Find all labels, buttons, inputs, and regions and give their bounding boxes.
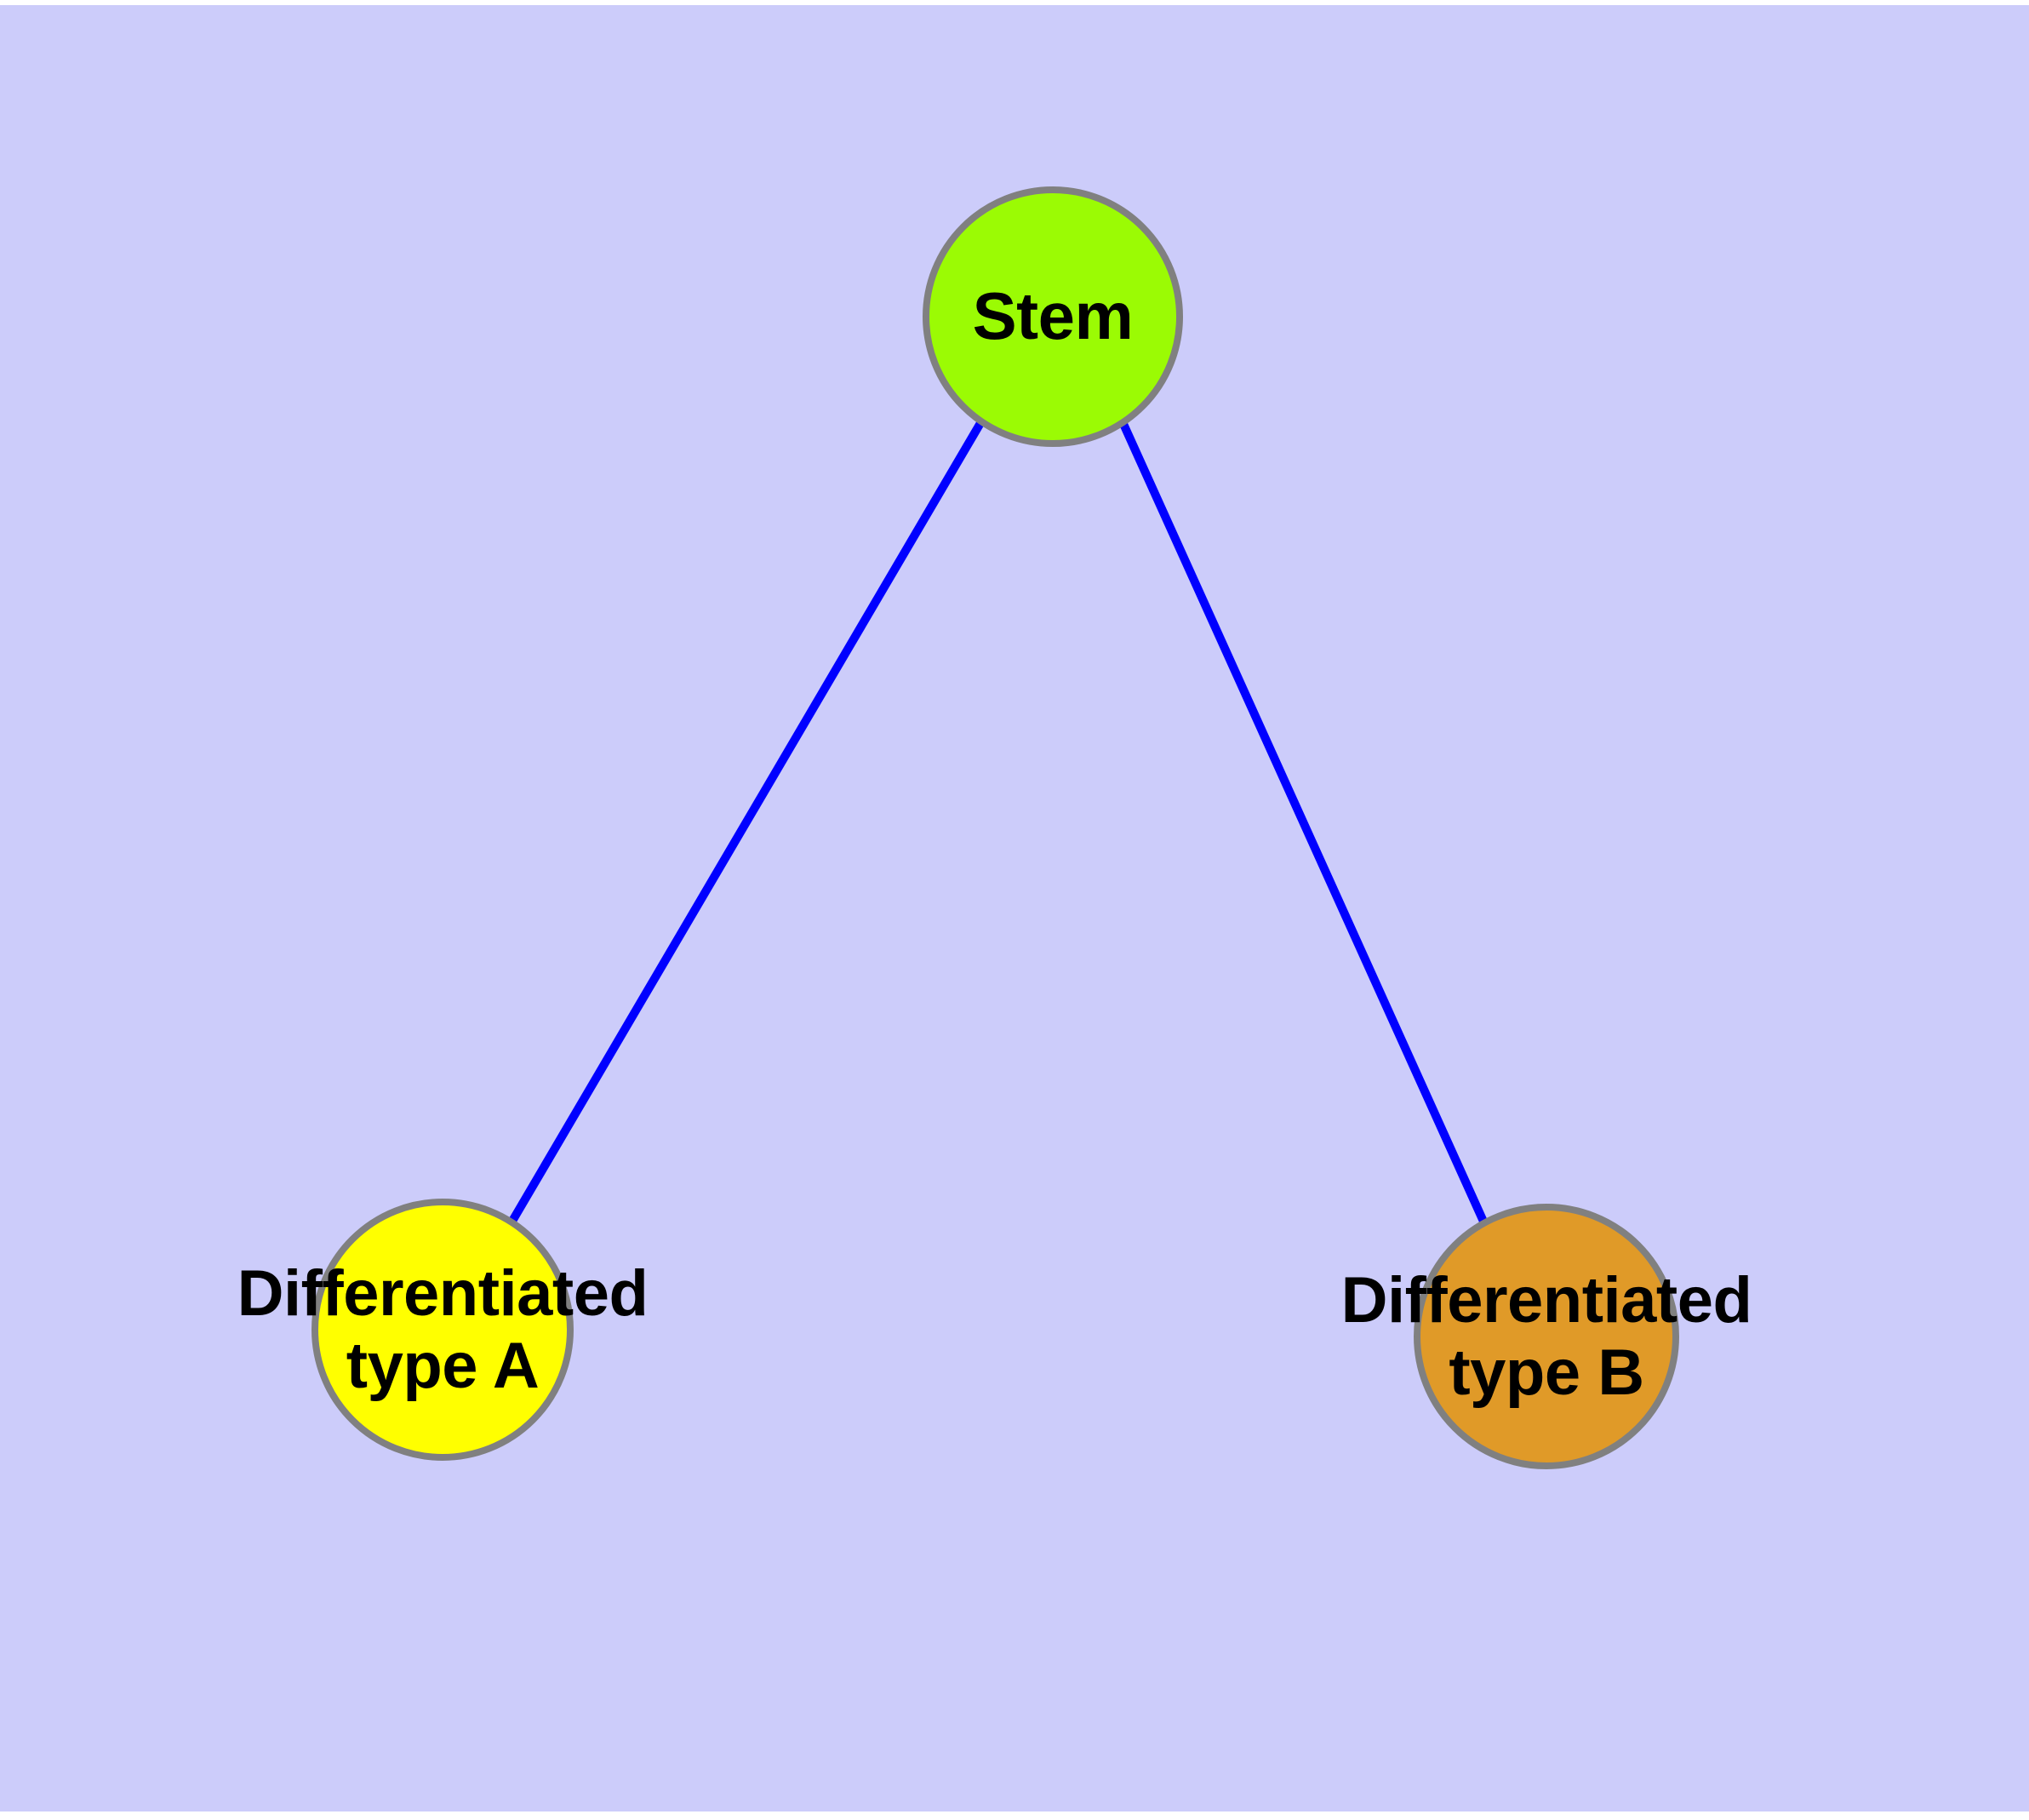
- node-stem-circle: [923, 186, 1183, 447]
- node-differentiated-type-b-label-line-1: Differentiated: [1340, 1263, 1752, 1336]
- node-differentiated-type-a[interactable]: Differentiated type A: [237, 1199, 649, 1461]
- edge-stem-to-diff-b: [1119, 421, 1489, 1226]
- node-differentiated-type-b-circle: [1414, 1204, 1679, 1469]
- node-differentiated-type-a-label-line-2: type A: [346, 1330, 540, 1402]
- node-differentiated-type-a-label-line-1: Differentiated: [237, 1256, 649, 1330]
- node-differentiated-type-b-label-line-2: type B: [1449, 1336, 1644, 1409]
- node-stem-label: Stem: [972, 278, 1134, 354]
- node-stem[interactable]: Stem: [923, 186, 1183, 447]
- node-differentiated-type-b[interactable]: Differentiated type B: [1341, 1204, 1752, 1469]
- node-differentiated-type-b-label: Differentiated type B: [1341, 1264, 1752, 1409]
- node-differentiated-type-a-label: Differentiated type A: [237, 1257, 649, 1402]
- edge-stem-to-diff-a: [507, 421, 985, 1225]
- node-stem-label-line-1: Stem: [972, 278, 1134, 354]
- node-differentiated-type-a-circle: [311, 1199, 574, 1461]
